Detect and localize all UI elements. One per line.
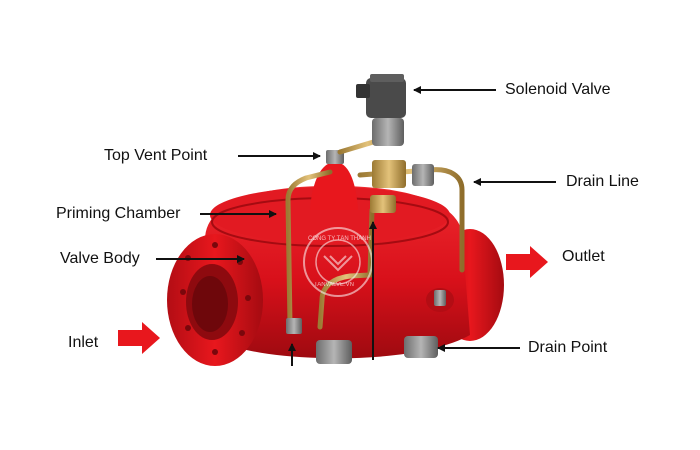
inlet-bore-inner bbox=[192, 276, 228, 332]
label-priming-chamber: Priming Chamber bbox=[56, 205, 181, 222]
label-drain-line: Drain Line bbox=[566, 173, 639, 190]
solenoid-coil bbox=[366, 78, 406, 118]
watermark-top-text: CÔNG TY TÂN THÀNH bbox=[308, 236, 371, 242]
leader-lines bbox=[156, 86, 556, 366]
bottom-fitting-left bbox=[316, 340, 352, 364]
bottom-fitting-right bbox=[404, 336, 438, 358]
solenoid-connector bbox=[356, 84, 370, 98]
outlet-flow-arrow bbox=[506, 246, 548, 278]
solenoid-head bbox=[370, 74, 404, 82]
drain-bolt bbox=[434, 290, 446, 306]
solenoid-stem bbox=[372, 118, 404, 146]
label-drain-point: Drain Point bbox=[528, 339, 608, 356]
label-inlet: Inlet bbox=[68, 334, 99, 351]
watermark-bottom-text: TANVALVE.VN bbox=[314, 282, 355, 288]
label-solenoid-valve: Solenoid Valve bbox=[505, 81, 611, 98]
label-valve-body: Valve Body bbox=[60, 250, 140, 267]
label-top-vent-point: Top Vent Point bbox=[104, 147, 208, 164]
pilot-strainer bbox=[370, 195, 396, 213]
label-outlet: Outlet bbox=[562, 248, 605, 265]
top-dome bbox=[310, 162, 358, 210]
lower-fitting-steel bbox=[286, 318, 302, 334]
pilot-block bbox=[372, 160, 406, 188]
pilot-fitting-steel bbox=[412, 164, 434, 186]
inlet-flow-arrow bbox=[118, 322, 160, 354]
